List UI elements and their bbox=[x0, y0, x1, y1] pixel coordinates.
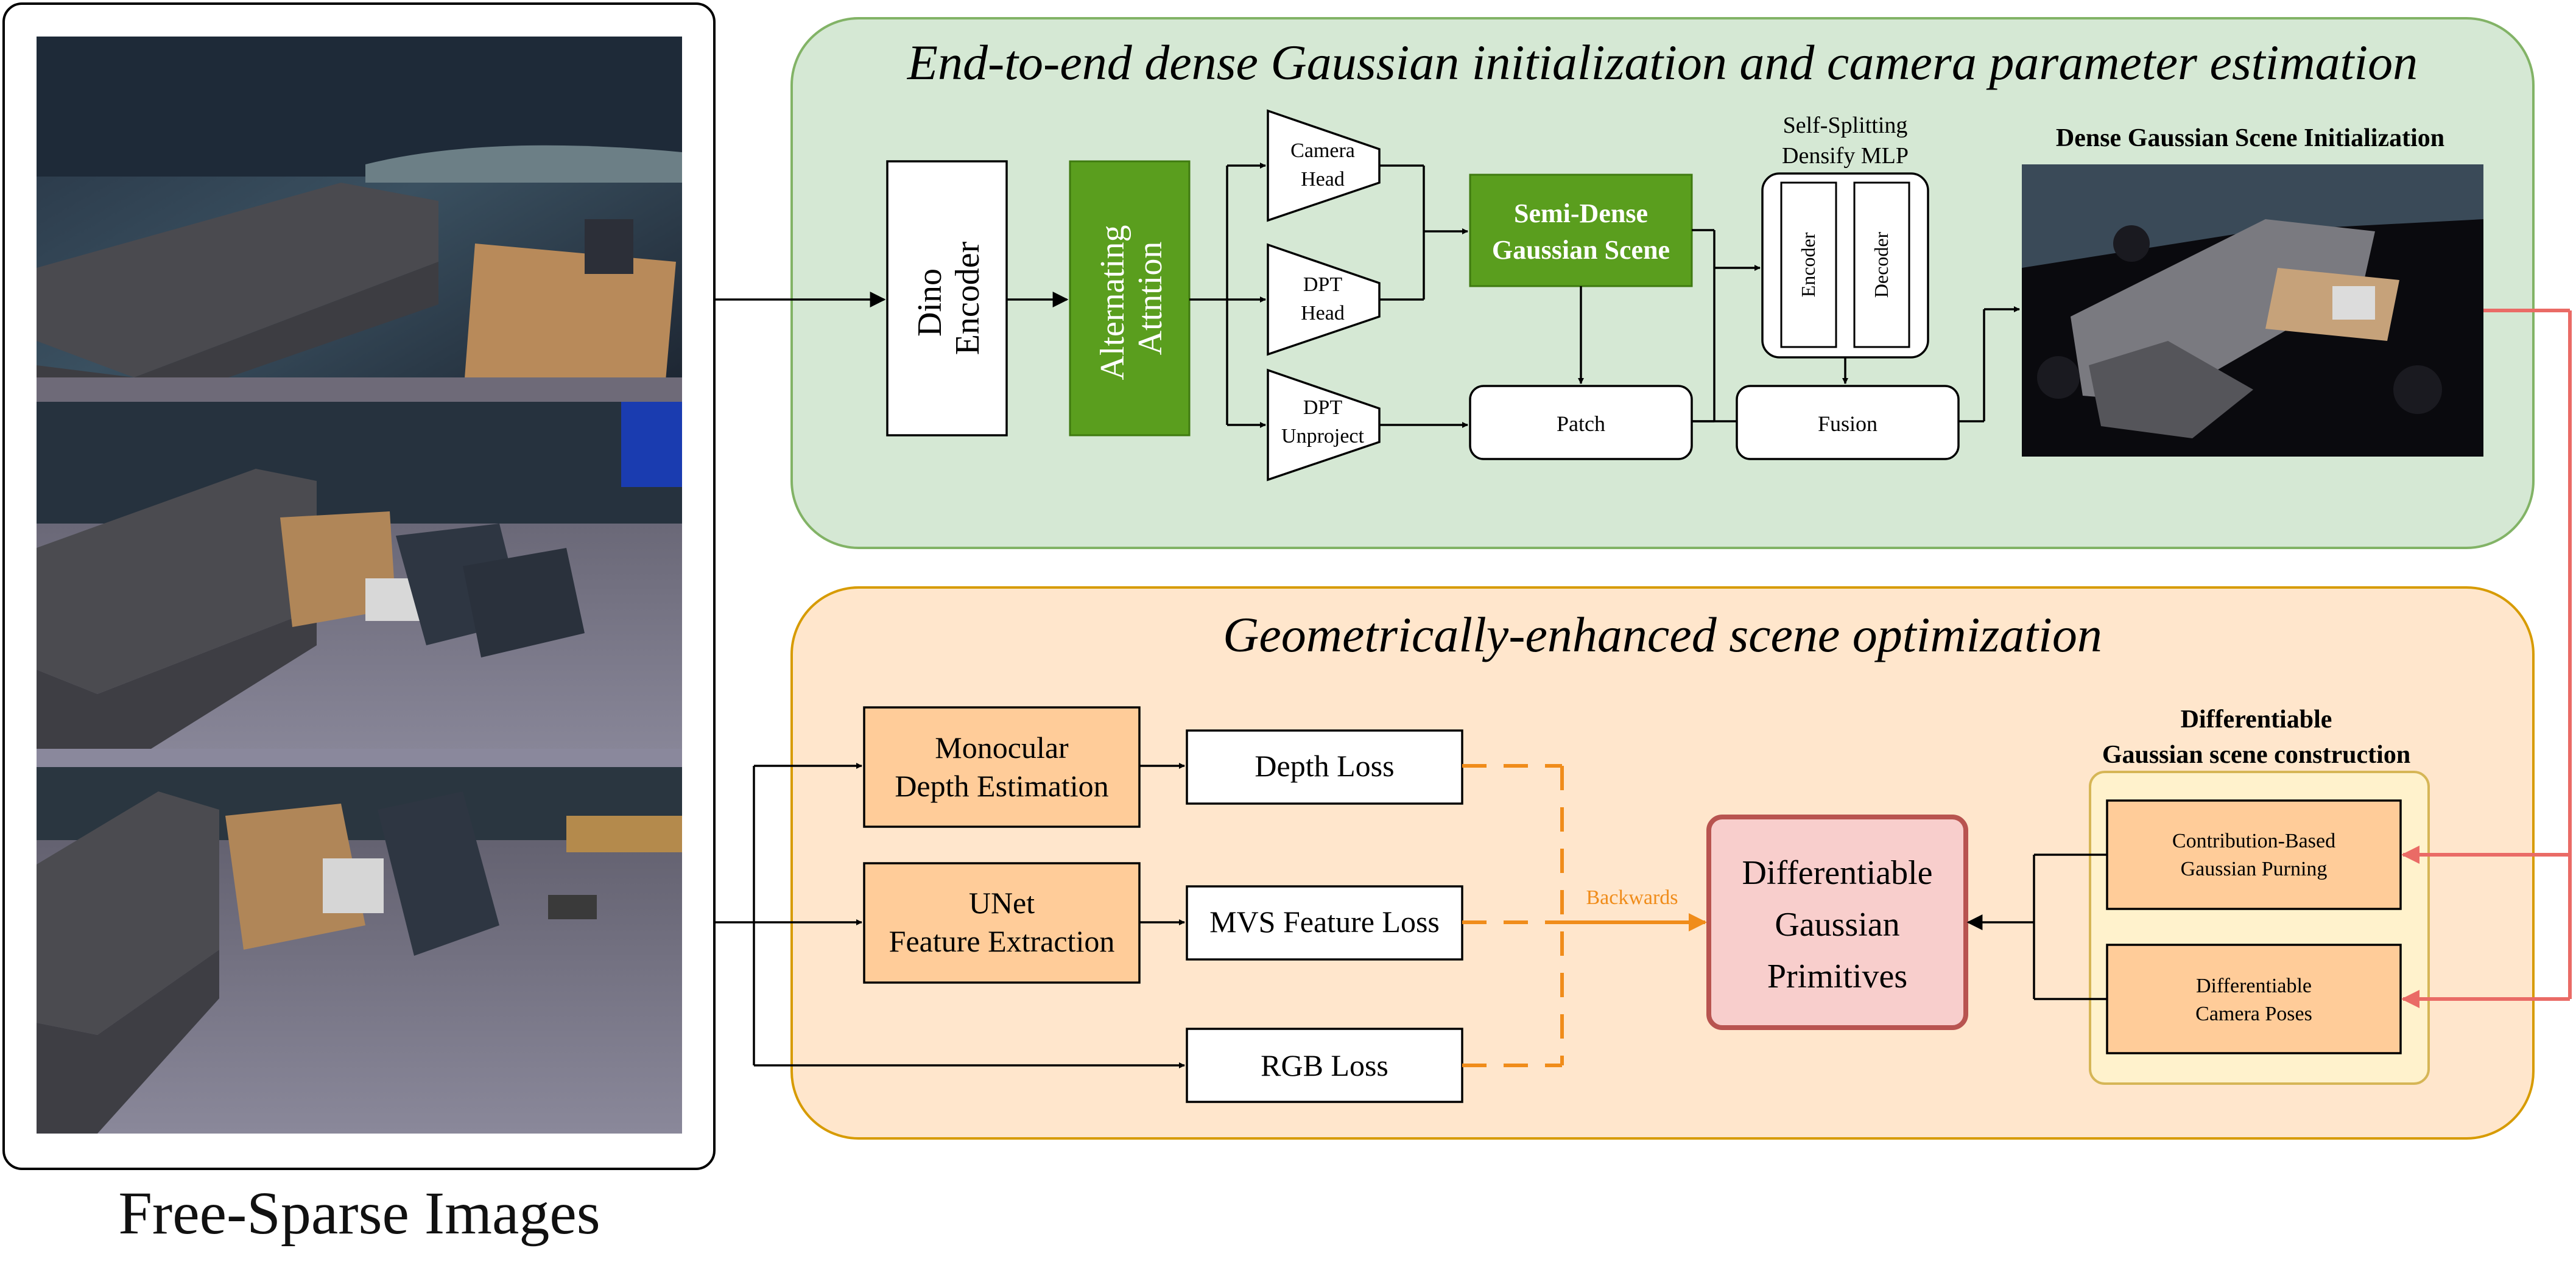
heads-merge-lines bbox=[1379, 164, 1468, 428]
input-photo-1 bbox=[37, 37, 682, 402]
dense-init-title: Dense Gaussian Scene Initialization bbox=[2056, 124, 2444, 152]
fusion-to-dense-lines bbox=[1692, 306, 2020, 422]
unet-label-1: UNet bbox=[969, 886, 1035, 920]
input-photo-3 bbox=[37, 767, 682, 1134]
depth-loss-label: Depth Loss bbox=[1255, 749, 1394, 783]
construction-title-2: Gaussian scene construction bbox=[2102, 741, 2410, 769]
semi-dense-label-2: Gaussian Scene bbox=[1492, 235, 1670, 265]
bottom-section-title: Geometrically-enhanced scene optimizatio… bbox=[1223, 607, 2102, 662]
primitives-label-2: Gaussian bbox=[1775, 906, 1899, 944]
monocular-label-2: Depth Estimation bbox=[895, 769, 1108, 803]
fusion-block: Fusion bbox=[1736, 385, 1960, 460]
input-panel-caption: Free-Sparse Images bbox=[118, 1179, 600, 1247]
encoder-label: Encoder bbox=[1797, 232, 1819, 297]
attention-label-1: Alternating bbox=[1094, 225, 1131, 380]
decoder-label: Decoder bbox=[1870, 231, 1892, 298]
attention-fanout bbox=[1189, 163, 1266, 428]
semi-dense-scene-block: Semi-Dense Gaussian Scene bbox=[1469, 174, 1693, 287]
densify-mlp-block: Encoder Decoder bbox=[1761, 172, 1929, 359]
dino-label-2: Encoder bbox=[949, 241, 987, 355]
dpt-unproject-label-2: Unproject bbox=[1281, 425, 1365, 447]
unet-block: UNet Feature Extraction bbox=[863, 862, 1141, 984]
mvs-feature-loss-block: MVS Feature Loss bbox=[1186, 885, 1463, 961]
dino-label-1: Dino bbox=[911, 268, 949, 337]
dino-encoder-block: Dino Encoder bbox=[886, 160, 1008, 436]
dpt-head-block: DPT Head bbox=[1267, 243, 1381, 356]
monocular-label-1: Monocular bbox=[935, 731, 1069, 765]
primitives-label-1: Differentiable bbox=[1742, 854, 1932, 892]
red-feedback-loop bbox=[2401, 309, 2572, 1008]
svg-text:Alternating Attntion: Alternating Attntion bbox=[1094, 216, 1169, 380]
dpt-head-label-1: DPT bbox=[1303, 273, 1342, 296]
contribution-label-1: Contribution-Based bbox=[2172, 830, 2335, 852]
dpt-unproject-block: DPT Unproject bbox=[1267, 368, 1381, 482]
svg-text:Dino Encoder: Dino Encoder bbox=[911, 241, 987, 355]
images-to-bottom-lines bbox=[716, 763, 1185, 1068]
gaussian-primitives-block: Differentiable Gaussian Primitives bbox=[1706, 815, 1968, 1030]
camera-poses-label-1: Differentiable bbox=[2196, 975, 2312, 997]
contribution-label-2: Gaussian Purning bbox=[2181, 858, 2328, 880]
mlp-title-1: Self-Splitting bbox=[1783, 113, 1908, 138]
fusion-label: Fusion bbox=[1818, 412, 1877, 436]
dense-scene-image bbox=[2022, 164, 2483, 457]
mlp-title-2: Densify MLP bbox=[1782, 143, 1909, 169]
unet-label-2: Feature Extraction bbox=[889, 924, 1115, 958]
patch-label: Patch bbox=[1557, 412, 1605, 436]
depth-loss-block: Depth Loss bbox=[1186, 729, 1463, 805]
camera-head-block: Camera Head bbox=[1267, 109, 1381, 222]
alternating-attention-block: Alternating Attntion bbox=[1069, 160, 1191, 436]
rgb-loss-label: RGB Loss bbox=[1261, 1048, 1388, 1082]
construction-title-1: Differentiable bbox=[2181, 706, 2332, 734]
rgb-loss-block: RGB Loss bbox=[1186, 1028, 1463, 1103]
loss-collection-dashes bbox=[1462, 764, 1564, 1067]
patch-block: Patch bbox=[1469, 385, 1693, 460]
primitives-label-3: Primitives bbox=[1767, 958, 1907, 995]
monocular-depth-block: Monocular Depth Estimation bbox=[863, 706, 1141, 828]
attention-label-2: Attntion bbox=[1131, 242, 1169, 356]
mvs-loss-label: MVS Feature Loss bbox=[1209, 905, 1440, 939]
backwards-label: Backwards bbox=[1586, 886, 1678, 909]
semi-dense-label-1: Semi-Dense bbox=[1514, 198, 1648, 228]
camera-poses-label-2: Camera Poses bbox=[2195, 1003, 2312, 1025]
construction-to-primitives-lines bbox=[1966, 854, 2107, 1000]
camera-head-label-1: Camera bbox=[1290, 139, 1355, 162]
dpt-unproject-label-1: DPT bbox=[1303, 396, 1342, 419]
camera-head-label-2: Head bbox=[1301, 168, 1345, 191]
dpt-head-label-2: Head bbox=[1301, 302, 1345, 324]
input-images-panel bbox=[2, 2, 716, 1170]
input-photo-2 bbox=[37, 402, 682, 767]
top-section-title: End-to-end dense Gaussian initialization… bbox=[907, 35, 2418, 90]
construction-panel: Contribution-Based Gaussian Purning Diff… bbox=[2089, 771, 2430, 1085]
